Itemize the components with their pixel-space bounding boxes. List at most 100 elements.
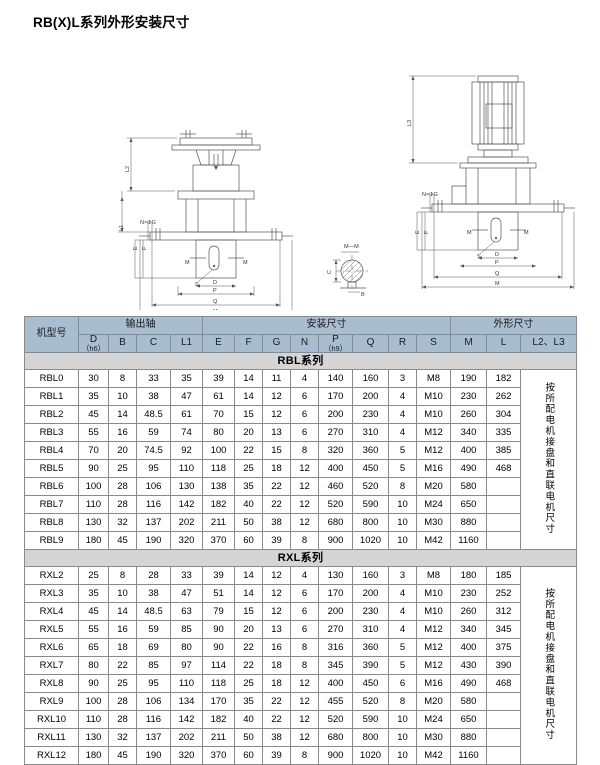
cell-M: 400 — [450, 638, 487, 658]
cell-L1: 110 — [170, 459, 203, 479]
note-vertical-text: 按所配电机接盘和直联电机尺寸 — [543, 588, 555, 741]
cell-Q: 590 — [352, 495, 389, 515]
cell-G: 13 — [262, 620, 291, 640]
cell-Q: 590 — [352, 710, 389, 730]
cell-C: 85 — [136, 656, 171, 676]
cell-L1: 130 — [170, 477, 203, 497]
cell-R: 6 — [388, 674, 417, 694]
cell-B: 18 — [108, 638, 137, 658]
cell-C: 190 — [136, 531, 171, 551]
cell-S: M10 — [416, 387, 451, 407]
cell-Q: 230 — [352, 405, 389, 425]
cell-N: 12 — [290, 674, 319, 694]
cell-S: M42 — [416, 746, 451, 765]
cell-P: 900 — [318, 531, 353, 551]
cell-N: 8 — [290, 638, 319, 658]
cell-L1: 85 — [170, 620, 203, 640]
cell-S: M30 — [416, 513, 451, 533]
label-NG-right: N×ΦG — [422, 192, 438, 198]
cell-B: 28 — [108, 495, 137, 515]
label-Q-right: Q — [495, 271, 500, 277]
header-col-M: M — [450, 333, 487, 354]
cell-R: 5 — [388, 459, 417, 479]
cell-G: 11 — [262, 369, 291, 389]
cell-C: 28 — [136, 566, 171, 586]
cell-L1: 47 — [170, 387, 203, 407]
cell-Q: 800 — [352, 513, 389, 533]
cell-S: M12 — [416, 656, 451, 676]
header-col-E: E — [202, 333, 235, 354]
header-col-D: D（h6） — [78, 333, 109, 354]
cell-R: 10 — [388, 746, 417, 765]
cell-D: 45 — [78, 405, 109, 425]
cell-L: 390 — [486, 656, 521, 676]
cell-M: 400 — [450, 441, 487, 461]
cell-R: 8 — [388, 692, 417, 712]
cell-Q: 1020 — [352, 531, 389, 551]
cell-R: 4 — [388, 584, 417, 604]
cell-F: 35 — [234, 692, 263, 712]
cell-M: 260 — [450, 602, 487, 622]
cell-model: RBL3 — [24, 423, 79, 443]
cell-B: 8 — [108, 369, 137, 389]
header-col-L2L3: L2、L3 — [519, 333, 578, 354]
cell-E: 370 — [202, 531, 235, 551]
cell-M: 1160 — [450, 746, 487, 765]
cell-R: 5 — [388, 656, 417, 676]
cell-N: 12 — [290, 459, 319, 479]
label-L1-left: L1 — [119, 225, 125, 231]
header-col-L1: L1 — [170, 333, 203, 354]
cell-R: 4 — [388, 602, 417, 622]
series-separator-row: RBL系列 — [23, 352, 578, 371]
cell-E: 118 — [202, 674, 235, 694]
cell-C: 33 — [136, 369, 171, 389]
left-assembly-drawing — [118, 130, 293, 310]
cell-N: 12 — [290, 692, 319, 712]
cell-D: 110 — [78, 710, 109, 730]
cell-L: 304 — [486, 405, 521, 425]
cell-S: M10 — [416, 584, 451, 604]
cell-E: 80 — [202, 423, 235, 443]
cell-F: 22 — [234, 441, 263, 461]
cell-L: 335 — [486, 423, 521, 443]
cell-B: 8 — [108, 566, 137, 586]
cell-M: 650 — [450, 710, 487, 730]
cell-S: M10 — [416, 602, 451, 622]
cell-E: 39 — [202, 369, 235, 389]
cell-F: 35 — [234, 477, 263, 497]
cell-P: 320 — [318, 441, 353, 461]
cell-Q: 310 — [352, 423, 389, 443]
label-M-left: M — [213, 309, 218, 310]
cell-R: 10 — [388, 495, 417, 515]
label-E-right: E — [415, 230, 421, 234]
table-header-group-row: 机型号 输出轴 安装尺寸 外形尺寸 — [24, 315, 578, 354]
cell-S: M30 — [416, 728, 451, 748]
cell-G: 38 — [262, 513, 291, 533]
cell-G: 12 — [262, 566, 291, 586]
cell-P: 270 — [318, 423, 353, 443]
cell-B: 20 — [108, 441, 137, 461]
cell-L1: 202 — [170, 513, 203, 533]
cell-L: 345 — [486, 620, 521, 640]
cell-C: 106 — [136, 477, 171, 497]
cell-R: 10 — [388, 531, 417, 551]
cell-P: 140 — [318, 369, 353, 389]
cell-Q: 230 — [352, 602, 389, 622]
cell-C: 106 — [136, 692, 171, 712]
label-B-section: B — [361, 292, 365, 298]
cell-S: M12 — [416, 441, 451, 461]
cell-L: 468 — [486, 459, 521, 479]
cell-L1: 92 — [170, 441, 203, 461]
cell-L — [486, 728, 521, 748]
cell-L1: 97 — [170, 656, 203, 676]
cell-L1: 202 — [170, 728, 203, 748]
cell-N: 6 — [290, 387, 319, 407]
cell-N: 8 — [290, 441, 319, 461]
cell-B: 22 — [108, 656, 137, 676]
cell-model: RXL7 — [24, 656, 79, 676]
cell-P: 170 — [318, 387, 353, 407]
